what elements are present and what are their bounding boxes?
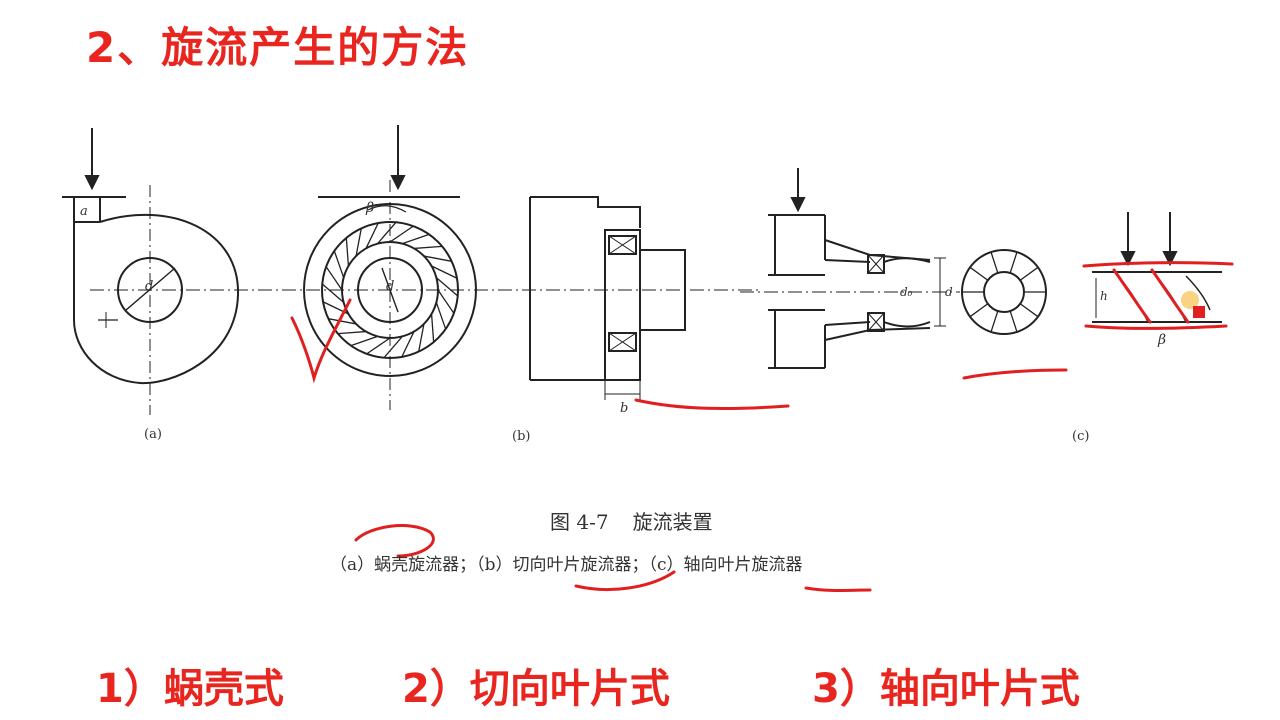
dimension-label-a: a bbox=[80, 204, 88, 219]
axial-vane-blade-section bbox=[1092, 212, 1222, 323]
subfigure-label-b: (b) bbox=[512, 429, 530, 444]
blade-stroke-annotation-2 bbox=[1150, 268, 1190, 324]
dimension-label-d-c: d bbox=[945, 285, 953, 299]
axial-vane-swirler-front-view bbox=[961, 249, 1047, 335]
underline-annotation-tangential bbox=[574, 570, 676, 592]
axial-vane-swirler-side-view bbox=[740, 168, 960, 369]
beta-label-c: β bbox=[1157, 332, 1166, 348]
beta-label-b: β bbox=[365, 200, 374, 216]
blade-bottom-annotation bbox=[1084, 324, 1228, 330]
underline-annotation-axial bbox=[804, 586, 872, 592]
underline-annotation-b bbox=[634, 398, 790, 410]
page-title: 2、旋流产生的方法 bbox=[86, 23, 470, 72]
dimension-label-d-a: d bbox=[145, 279, 153, 294]
figure-number: 图 4-7 bbox=[550, 510, 609, 534]
method-item-tangential: 2）切向叶片式 bbox=[402, 666, 670, 712]
blade-top-annotation bbox=[1082, 261, 1234, 268]
figure-caption-title: 图 4-7 旋流装置 bbox=[550, 506, 737, 535]
dimension-label-d-b: d bbox=[386, 279, 394, 294]
dimension-label-h: h bbox=[1100, 289, 1108, 303]
volute-swirler-drawing bbox=[62, 128, 760, 415]
tangential-vane-swirler-side-view bbox=[529, 196, 686, 400]
subfigure-label-a: (a) bbox=[144, 427, 162, 442]
cursor-highlight bbox=[1181, 291, 1199, 309]
tangential-vane-swirler-front-view bbox=[303, 125, 477, 410]
method-item-axial: 3）轴向叶片式 bbox=[812, 666, 1080, 712]
figure-caption-legend: （a）蜗壳旋流器；（b）切向叶片旋流器；（c）轴向叶片旋流器 bbox=[330, 555, 803, 575]
circle-annotation bbox=[354, 524, 435, 558]
figure-title: 旋流装置 bbox=[632, 510, 713, 534]
handwritten-annotations bbox=[290, 261, 1234, 592]
dimension-label-d0: d₀ bbox=[900, 285, 913, 299]
checkmark-annotation bbox=[290, 298, 352, 384]
blade-stroke-annotation-1 bbox=[1112, 268, 1152, 324]
underline-annotation-c bbox=[962, 368, 1068, 380]
pointer-marker bbox=[1193, 306, 1205, 318]
method-list: 1）蜗壳式 2）切向叶片式 3）轴向叶片式 bbox=[0, 656, 1280, 716]
dimension-label-b: b bbox=[620, 401, 628, 416]
method-item-volute: 1）蜗壳式 bbox=[96, 666, 284, 712]
subfigure-label-c: (c) bbox=[1072, 429, 1089, 444]
